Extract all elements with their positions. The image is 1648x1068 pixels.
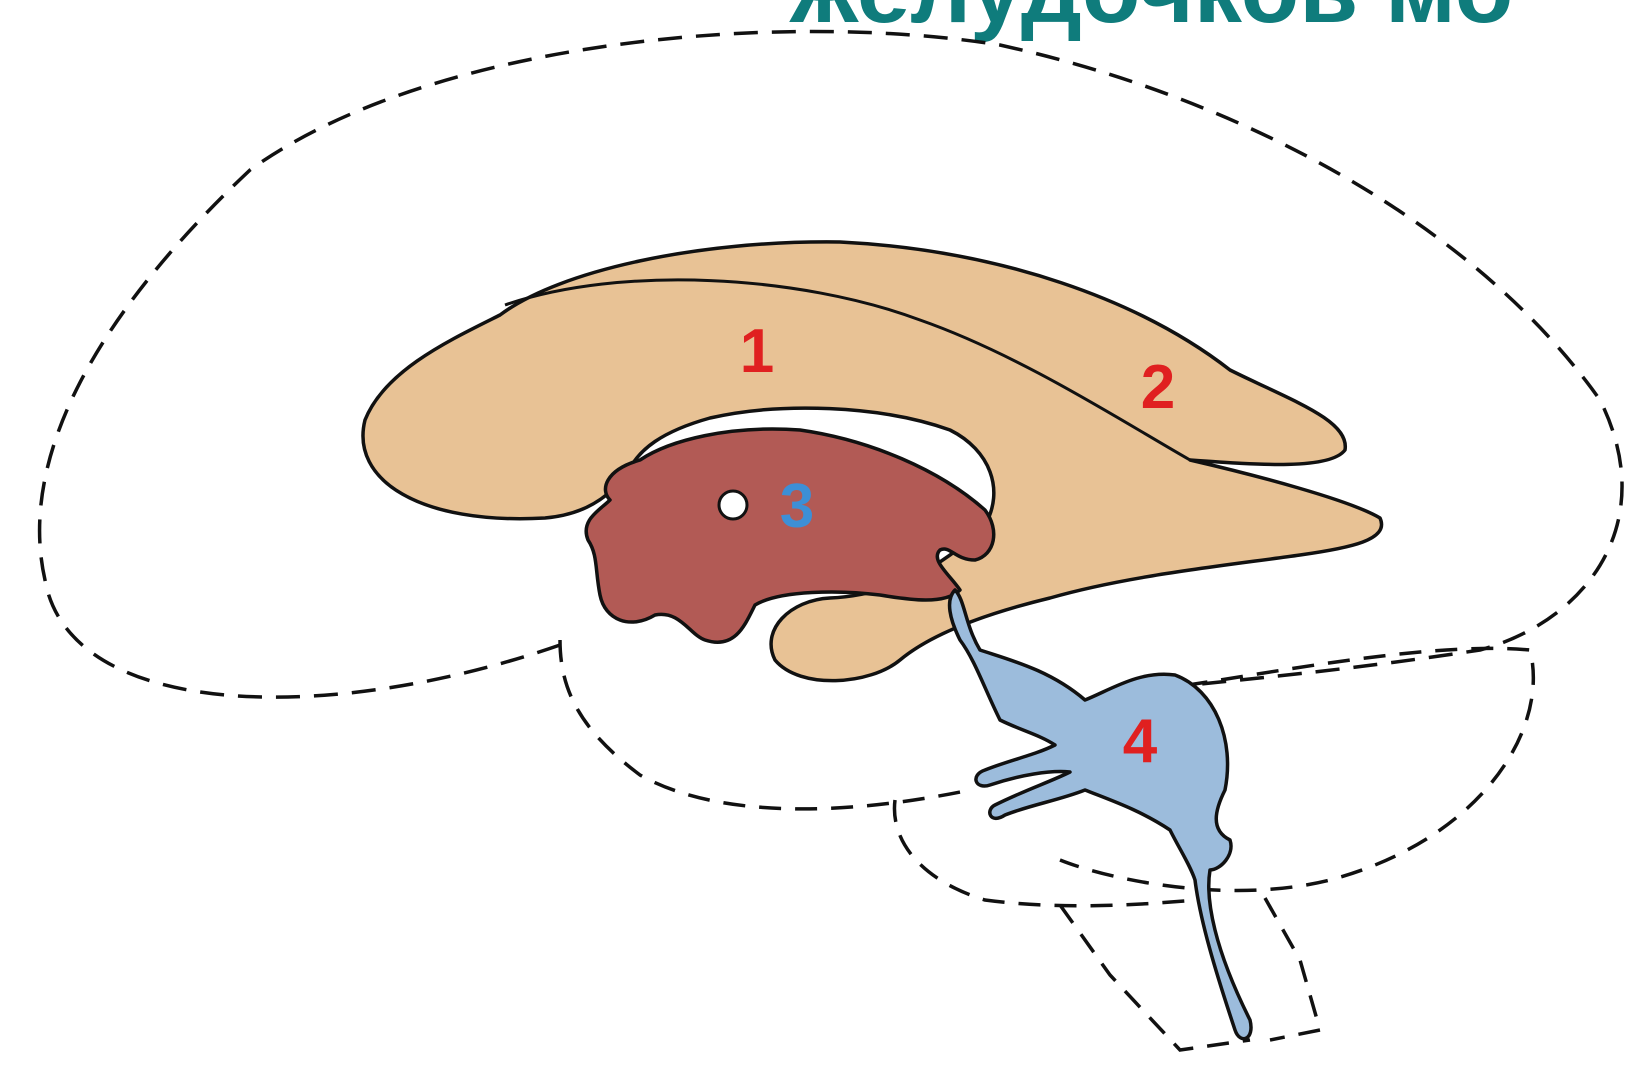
temporal-lobe-outline <box>560 640 970 809</box>
label-1: 1 <box>740 317 774 386</box>
fourth-ventricle <box>950 590 1251 1039</box>
interthalamic-adhesion <box>719 491 747 519</box>
brainstem-outline <box>1060 898 1320 1050</box>
label-3: 3 <box>780 472 814 541</box>
page-title: желудочков мо <box>789 0 1513 43</box>
label-4: 4 <box>1123 707 1158 776</box>
label-2: 2 <box>1141 353 1175 422</box>
